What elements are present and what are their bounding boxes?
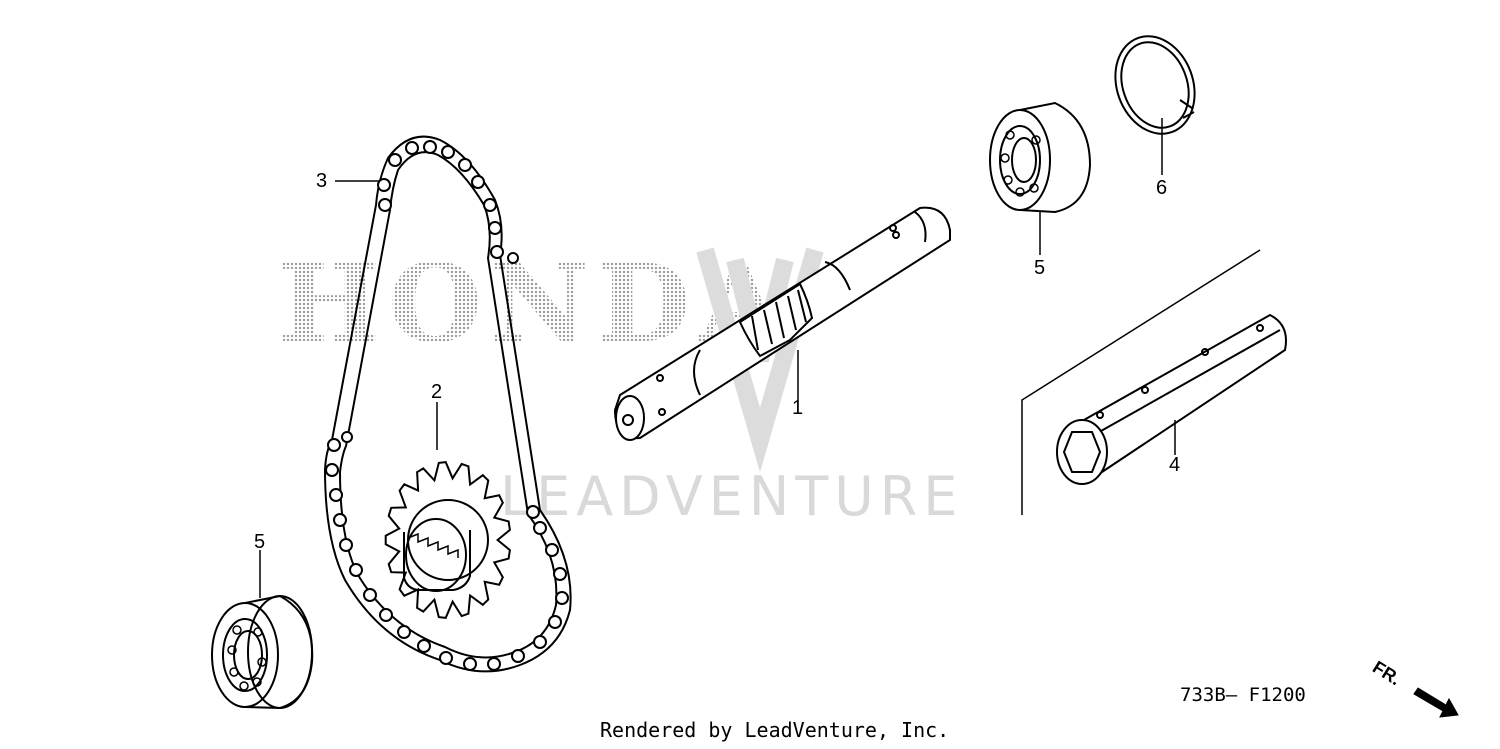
callout-2[interactable]: 2 <box>431 381 443 403</box>
chain-links <box>325 140 569 671</box>
drive-chain <box>323 135 572 673</box>
bearing-right <box>989 101 1092 214</box>
leader-lines <box>259 118 1176 598</box>
circlip <box>1114 35 1196 135</box>
callout-5-left[interactable]: 5 <box>254 531 266 553</box>
callout-1[interactable]: 1 <box>792 397 804 419</box>
front-direction-arrow <box>1413 687 1459 718</box>
callout-5-right[interactable]: 5 <box>1034 257 1046 279</box>
honda-watermark: HONDA <box>278 241 791 367</box>
leadventure-watermark: LEADVENTURE <box>500 465 964 528</box>
bearing-left <box>211 594 314 710</box>
callout-6[interactable]: 6 <box>1156 177 1168 199</box>
callout-4[interactable]: 4 <box>1169 454 1181 476</box>
callout-3[interactable]: 3 <box>316 170 328 192</box>
diagram-reference-code: 733B— F1200 <box>1180 684 1306 706</box>
output-shaft <box>613 206 951 441</box>
render-credit: Rendered by LeadVenture, Inc. <box>600 718 950 742</box>
sprocket <box>384 461 511 619</box>
hex-pipe <box>1021 249 1287 515</box>
